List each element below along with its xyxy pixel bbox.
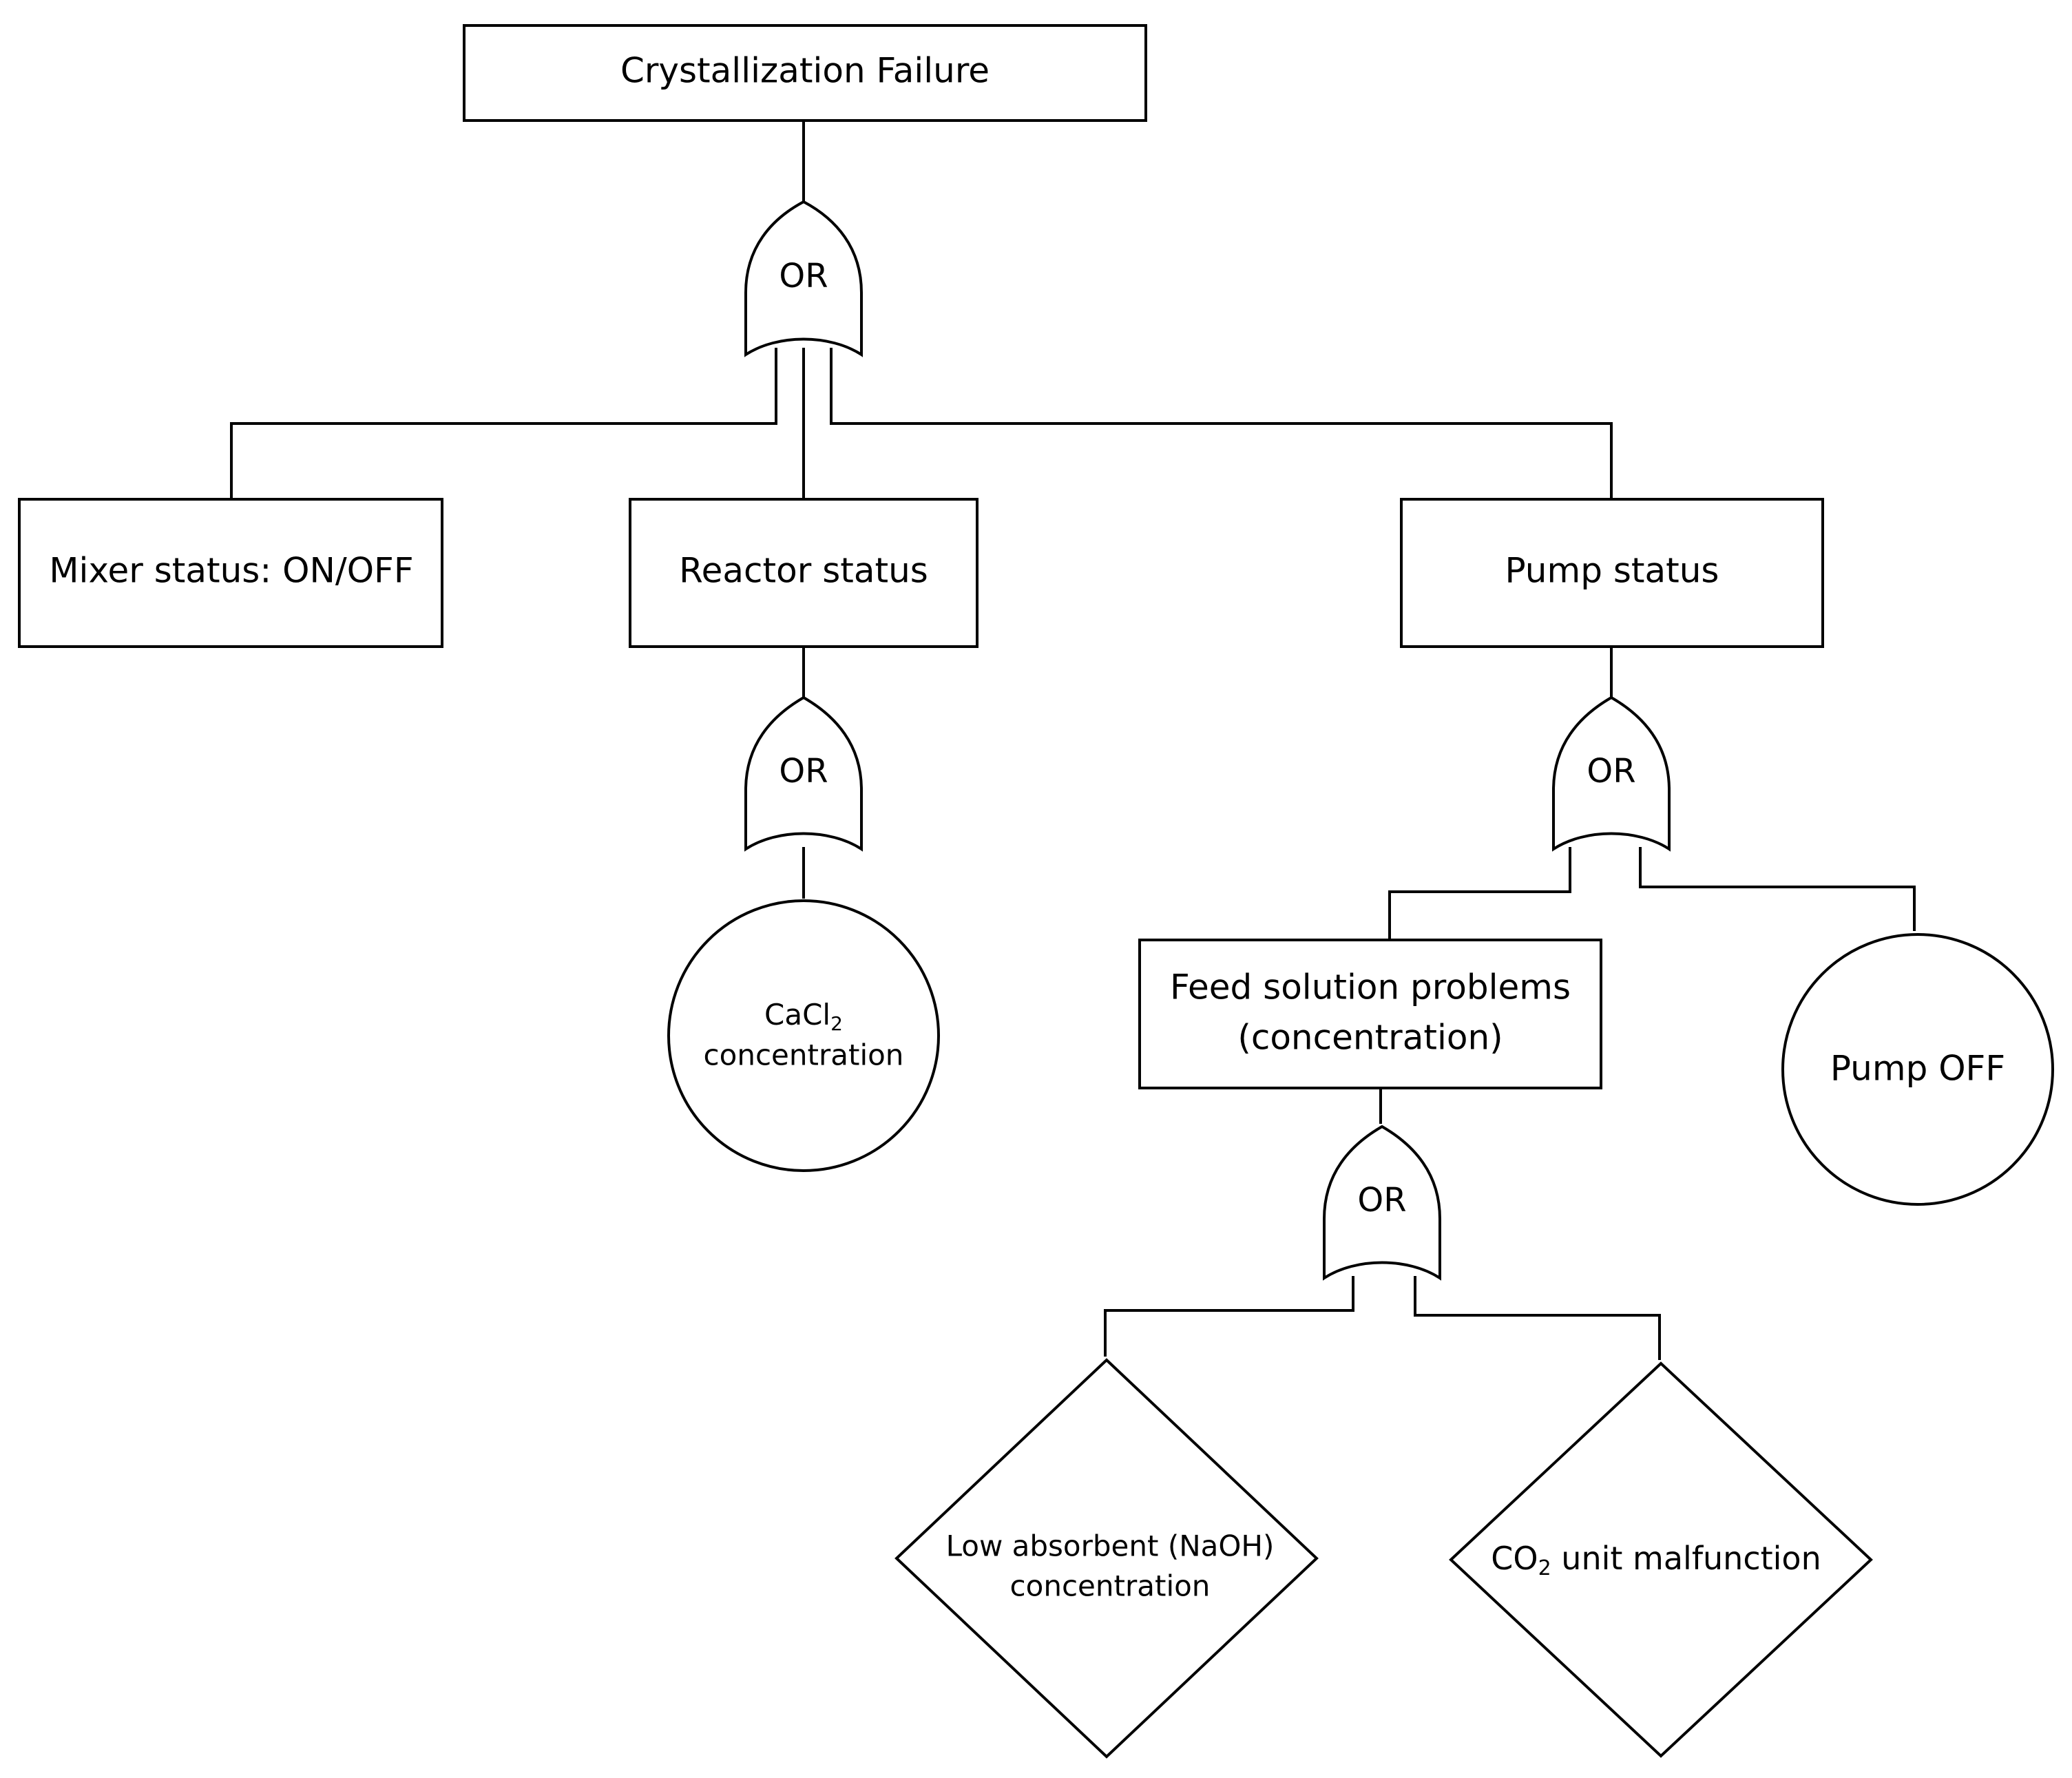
or-gate-feed: OR xyxy=(1323,1125,1441,1281)
event-mixer-status: Mixer status: ON/OFF xyxy=(18,498,443,648)
or-gate-top: OR xyxy=(744,200,863,357)
reactor-status-label: Reactor status xyxy=(679,551,928,591)
basic-event-pump-off: Pump OFF xyxy=(1781,933,2054,1206)
low-absorbent-line2: concentration xyxy=(1010,1569,1211,1603)
undeveloped-event-low-absorbent: Low absorbent (NaOH) concentration xyxy=(894,1358,1319,1759)
basic-event-cacl2-concentration: CaCl2 concentration xyxy=(667,899,940,1172)
or-gate-reactor: OR xyxy=(744,695,863,852)
connector-lines xyxy=(230,121,1916,1360)
cacl2-line2: concentration xyxy=(704,1038,904,1072)
or-gate-feed-label: OR xyxy=(1357,1181,1406,1220)
top-event-label: Crystallization Failure xyxy=(620,51,990,91)
or-gate-pump: OR xyxy=(1552,695,1671,852)
feed-solution-line1: Feed solution problems xyxy=(1170,968,1571,1007)
event-feed-solution-problems: Feed solution problems (concentration) xyxy=(1138,939,1602,1089)
pump-off-label: Pump OFF xyxy=(1830,1049,2005,1089)
or-gate-reactor-label: OR xyxy=(779,752,828,791)
cacl2-label: CaCl2 xyxy=(764,998,843,1036)
feed-solution-line2: (concentration) xyxy=(1237,1018,1503,1058)
or-gate-pump-label: OR xyxy=(1587,752,1635,791)
low-absorbent-line1: Low absorbent (NaOH) xyxy=(946,1529,1275,1563)
event-pump-status: Pump status xyxy=(1400,498,1824,648)
event-reactor-status: Reactor status xyxy=(629,498,979,648)
mixer-status-label: Mixer status: ON/OFF xyxy=(49,551,413,591)
top-event-crystallization-failure: Crystallization Failure xyxy=(463,24,1147,122)
co2-unit-label: CO2 unit malfunction xyxy=(1491,1540,1821,1580)
undeveloped-event-co2-unit-malfunction: CO2 unit malfunction xyxy=(1449,1361,1873,1758)
pump-status-label: Pump status xyxy=(1505,551,1719,591)
or-gate-top-label: OR xyxy=(779,257,828,295)
